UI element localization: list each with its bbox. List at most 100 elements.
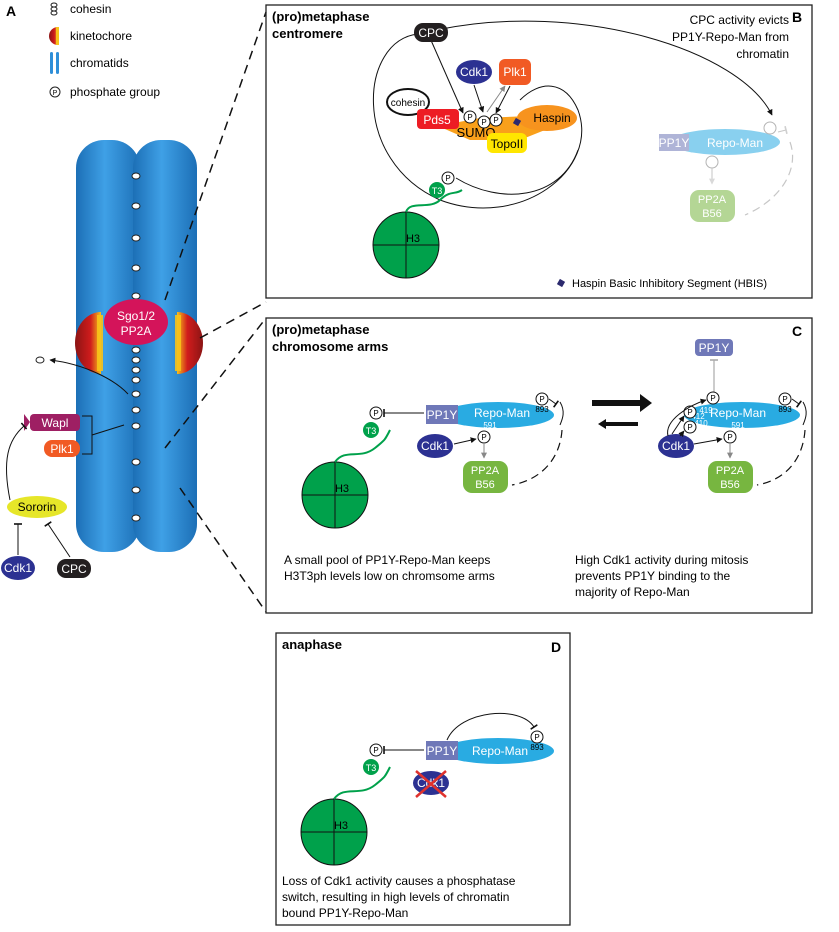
cohesin-node-b: cohesin [386, 88, 430, 116]
panel-b-caption-1: CPC activity evicts [690, 13, 789, 27]
panel-a: A cohesin kinetochore chromatids P [1, 2, 267, 613]
panel-b-letter: B [792, 9, 802, 25]
panel-c: C (pro)metaphase chromosome arms H3 T3 P… [265, 317, 813, 614]
sororin-node: Sororin [7, 496, 67, 518]
t3-label-c: T3 [366, 426, 377, 436]
phosphate-symbol: P [534, 733, 539, 742]
pp2a-label-b: PP2A [698, 194, 727, 206]
t3-node-d: T3 [363, 759, 379, 775]
equilibrium-reverse-arrow [598, 419, 638, 429]
phosphate-symbol: P [373, 746, 378, 755]
cohesin-ring [131, 376, 141, 384]
phospho-d-893: P [530, 730, 544, 744]
phosphate-symbol: P [481, 118, 486, 127]
pp1y-repoman-d: PP1Y Repo-Man [426, 738, 554, 764]
pds5-label: Pds5 [423, 113, 451, 127]
site-412: 412 [691, 412, 705, 421]
site-893-c-right: 893 [778, 405, 792, 414]
pp1y-label-d: PP1Y [427, 744, 458, 758]
panel-d: D anaphase H3 T3 P PP1Y Repo-Man P 893 C… [275, 632, 571, 926]
cohesin-ring [131, 390, 141, 398]
cdk1-node-b: Cdk1 [456, 60, 492, 84]
phosphate-symbol: P [539, 395, 544, 404]
phospho-c-419: P [706, 391, 720, 405]
t3-label-d: T3 [366, 763, 377, 773]
cohesin-ring [131, 292, 141, 300]
panel-c-caption-left-1: A small pool of PP1Y-Repo-Man keeps [284, 553, 490, 567]
site-419: 419 [699, 406, 713, 415]
phospho-d-t3: P [369, 743, 383, 757]
legend-kinetochore-label: kinetochore [70, 29, 132, 43]
panel-d-caption-2: switch, resulting in high levels of chro… [282, 890, 509, 904]
cohesin-ring [131, 356, 141, 364]
cohesin-label-b: cohesin [391, 98, 425, 109]
cohesin-ring [131, 172, 141, 180]
cpc-label-a: CPC [61, 562, 87, 576]
phospho-b-t3: P [441, 171, 455, 185]
phospho-b-1: P [463, 110, 477, 124]
phosphate-symbol: P [467, 113, 472, 122]
panel-d-letter: D [551, 639, 561, 655]
plk1-label-a: Plk1 [50, 442, 74, 456]
chromatid-right [133, 140, 197, 552]
panel-b: B (pro)metaphase centromere CPC activity… [265, 4, 813, 299]
phosphate-legend-icon: P [49, 86, 61, 98]
h3-label-b: H3 [406, 233, 420, 245]
pp1y-dephospho-893-arrow [446, 713, 538, 741]
h3-label-c: H3 [335, 483, 349, 495]
panel-b-frame [265, 4, 813, 299]
panel-d-caption-1: Loss of Cdk1 activity causes a phosphata… [282, 874, 516, 888]
pp1y-repoman-c-left: PP1Y Repo-Man 591 [426, 402, 554, 430]
phosphate-symbol: P [445, 174, 450, 183]
faded-pp1y-repoman: PP1Y Repo-Man PP2A B56 [659, 121, 794, 222]
wapl-node: Wapl [24, 414, 80, 431]
h3-nucleosome-d: H3 [300, 798, 368, 866]
panel-d-title: anaphase [282, 637, 342, 652]
pds5-node: Pds5 [417, 109, 459, 129]
topoii-node: TopoII [487, 133, 527, 153]
phospho-c-591-left: P [477, 430, 491, 444]
sororin-inhibits-wapl [5, 422, 28, 501]
cohesin-ring [131, 458, 141, 466]
pp1y-label-b: PP1Y [659, 136, 690, 150]
cohesin-release-arrow [49, 357, 129, 395]
panel-b-caption-2: PP1Y-Repo-Man from [672, 30, 789, 44]
wapl-plk1-arrow [91, 424, 125, 436]
plk1-node-b: Plk1 [499, 59, 531, 85]
kinetochore-legend-icon [49, 27, 59, 45]
pp1y-label-c-left: PP1Y [427, 408, 458, 422]
hbis-marker [512, 117, 522, 127]
phospho-b-2: P [477, 115, 491, 129]
wapl-label: Wapl [42, 416, 69, 430]
panel-c-caption-right-3: majority of Repo-Man [575, 585, 690, 599]
repoman-c-right: Repo-Man 591 419 412 410 [684, 402, 800, 430]
h3-nucleosome-b: H3 [372, 211, 440, 279]
t3-node-b: T3 [429, 182, 445, 198]
kinetochore-left [75, 312, 101, 374]
cdk1-node-d-inactive: Cdk1 [413, 770, 449, 798]
chromatids-legend-icon [50, 52, 59, 74]
panel-c-caption-left-2: H3T3ph levels low on chromsome arms [284, 569, 495, 583]
cohesin-ring [131, 486, 141, 494]
plk1-node-a: Plk1 [44, 440, 80, 457]
cdk1-label-a: Cdk1 [4, 561, 32, 575]
panel-c-letter: C [792, 323, 802, 339]
pp1y-free-c: PP1Y [695, 339, 733, 356]
released-cohesin [35, 356, 45, 364]
pp2a-label: PP2A [121, 324, 152, 338]
panel-c-frame [265, 317, 813, 614]
kinetochore-right [177, 312, 203, 374]
pp2a-b56-c-left: PP2A B56 [463, 461, 508, 493]
site-591-c-right: 591 [731, 421, 745, 430]
pp2a-label-c-left: PP2A [471, 465, 500, 477]
b56-label-c-left: B56 [475, 479, 495, 491]
equilibrium-forward-arrow [592, 394, 652, 412]
haspin-label: Haspin [533, 111, 570, 125]
phospho-c-893-right: P [778, 392, 792, 406]
phosphate-symbol: P [493, 116, 498, 125]
b56-label-c-right: B56 [720, 479, 740, 491]
cdk1-node-c-right: Cdk1 [658, 434, 694, 458]
panel-c-caption-right-2: prevents PP1Y binding to the [575, 569, 731, 583]
site-893-d: 893 [530, 743, 544, 752]
repoman-label-b: Repo-Man [707, 136, 763, 150]
